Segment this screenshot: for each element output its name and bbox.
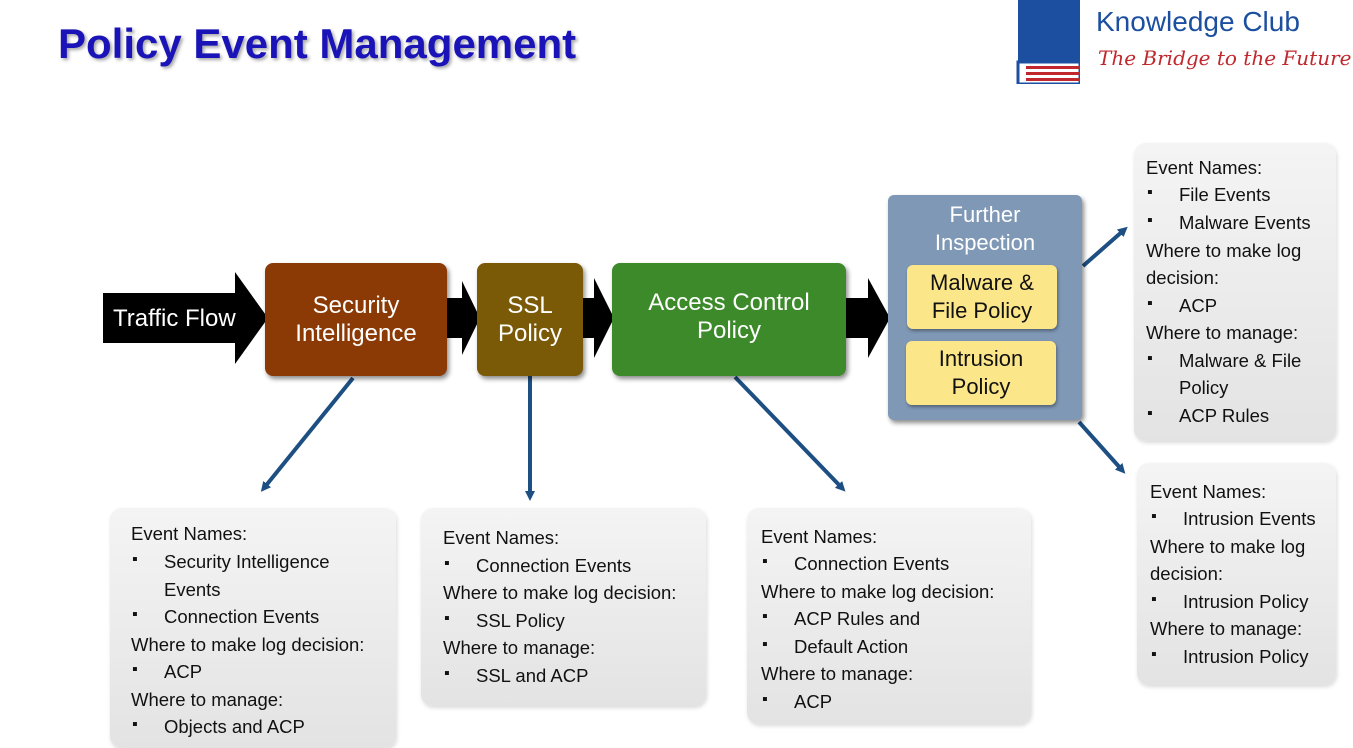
logo: Knowledge Club The Bridge to the Future bbox=[1012, 0, 1352, 88]
further-label-1: Further bbox=[949, 202, 1021, 227]
event-names-heading: Event Names: bbox=[1150, 481, 1267, 502]
book-icon bbox=[1016, 0, 1080, 84]
list-item: Intrusion Events bbox=[1151, 508, 1316, 530]
list-item: ACP bbox=[1147, 295, 1217, 317]
acp-events-panel: Event Names: Connection Events Where to … bbox=[747, 508, 1031, 724]
flow-arrow-3 bbox=[582, 278, 614, 358]
list-item-continued: Policy bbox=[1179, 377, 1229, 398]
list-item-continued: Events bbox=[164, 579, 221, 600]
intrusion-label-1: Intrusion bbox=[938, 346, 1024, 371]
ssl-label-1: SSL bbox=[507, 291, 553, 319]
list-item: ACP bbox=[762, 691, 832, 713]
event-names-heading: Event Names: bbox=[1146, 157, 1263, 178]
connector-malware bbox=[1081, 226, 1128, 268]
list-item: ACP Rules bbox=[1147, 405, 1269, 427]
log-decision-heading: Where to make log bbox=[1146, 240, 1302, 261]
log-decision-heading-continued: decision: bbox=[1150, 563, 1224, 584]
event-names-heading: Event Names: bbox=[761, 526, 878, 547]
security-events-panel: Event Names: Security Intelligence Event… bbox=[110, 508, 396, 748]
list-item: Intrusion Policy bbox=[1151, 591, 1309, 613]
malware-file-policy-box: Malware & File Policy bbox=[907, 265, 1057, 329]
malware-events-panel: Event Names: File Events Malware Events … bbox=[1134, 143, 1336, 441]
security-label-2: Intelligence bbox=[295, 319, 417, 347]
list-item: Malware Events bbox=[1147, 212, 1311, 234]
connector-security bbox=[260, 376, 355, 492]
log-decision-heading: Where to make log decision: bbox=[761, 581, 995, 602]
logo-name: Knowledge Club bbox=[1096, 6, 1300, 37]
further-inspection-box: Further Inspection Malware & File Policy… bbox=[888, 195, 1082, 420]
list-item: Intrusion Policy bbox=[1151, 646, 1309, 668]
traffic-flow-arrow bbox=[103, 272, 268, 364]
manage-heading: Where to manage: bbox=[761, 663, 914, 684]
connector-acp bbox=[733, 375, 846, 492]
security-intelligence-box: Security Intelligence bbox=[265, 263, 447, 376]
log-decision-heading-continued: decision: bbox=[1146, 267, 1220, 288]
log-decision-heading: Where to make log decision: bbox=[131, 634, 365, 655]
list-item: Connection Events bbox=[132, 606, 319, 628]
ssl-label-2: Policy bbox=[497, 319, 563, 347]
flow-arrow-4 bbox=[846, 278, 890, 358]
list-item: ACP Rules and bbox=[762, 608, 920, 630]
flow-arrow-2 bbox=[447, 281, 480, 355]
malware-label-2: File Policy bbox=[931, 298, 1033, 323]
intrusion-policy-box: Intrusion Policy bbox=[906, 341, 1056, 405]
event-names-heading: Event Names: bbox=[131, 523, 248, 544]
logo-tagline: The Bridge to the Future bbox=[1098, 46, 1352, 70]
list-item: ACP bbox=[132, 661, 202, 683]
manage-heading: Where to manage: bbox=[131, 689, 284, 710]
page-title: Policy Event Management bbox=[58, 20, 577, 67]
manage-heading: Where to manage: bbox=[443, 637, 596, 658]
acp-label-1: Access Control bbox=[648, 289, 810, 316]
intrusion-label-2: Policy bbox=[951, 374, 1011, 399]
list-item: Connection Events bbox=[444, 555, 631, 577]
log-decision-heading: Where to make log bbox=[1150, 536, 1306, 557]
connector-intrusion bbox=[1077, 420, 1126, 474]
malware-label-1: Malware & bbox=[930, 270, 1034, 295]
list-item: SSL and ACP bbox=[444, 665, 589, 687]
further-label-2: Inspection bbox=[934, 230, 1036, 255]
security-label-1: Security bbox=[312, 291, 400, 319]
list-item: File Events bbox=[1147, 184, 1270, 206]
acp-label-2: Policy bbox=[696, 317, 761, 344]
manage-heading: Where to manage: bbox=[1146, 322, 1299, 343]
list-item: Connection Events bbox=[762, 553, 949, 575]
event-names-heading: Event Names: bbox=[443, 527, 560, 548]
intrusion-events-panel: Event Names: Intrusion Events Where to m… bbox=[1137, 463, 1336, 685]
traffic-flow-label: Traffic Flow bbox=[113, 305, 236, 332]
list-item: Objects and ACP bbox=[132, 716, 305, 738]
list-item: Malware & File bbox=[1147, 350, 1301, 372]
list-item: SSL Policy bbox=[444, 610, 565, 632]
manage-heading: Where to manage: bbox=[1150, 618, 1303, 639]
ssl-policy-box: SSL Policy bbox=[477, 263, 583, 376]
ssl-events-panel: Event Names: Connection Events Where to … bbox=[421, 508, 706, 706]
further-inspection-title: Further Inspection bbox=[888, 201, 1082, 257]
list-item: Default Action bbox=[762, 636, 908, 658]
list-item: Security Intelligence bbox=[132, 551, 329, 573]
log-decision-heading: Where to make log decision: bbox=[443, 582, 677, 603]
access-control-policy-box: Access Control Policy bbox=[612, 263, 846, 376]
